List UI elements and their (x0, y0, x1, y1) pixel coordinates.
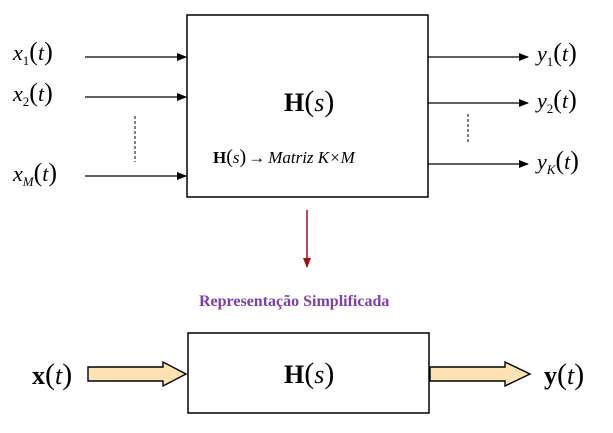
simplified-input-arrow (87, 360, 188, 388)
simplified-output-arrow (429, 360, 532, 388)
system-matrix-note: H(s)→Matriz K×M (213, 146, 356, 168)
output-label-k: yK(t) (535, 146, 579, 177)
simplified-title: Representação Simplificada (199, 293, 390, 310)
system-block (186, 14, 429, 198)
system-label: H(s) (284, 85, 334, 118)
output-label-2: y2(t) (535, 85, 577, 116)
simplified-output-label: y(t) (544, 358, 584, 391)
simplified-system-block (187, 332, 430, 414)
input-label-1: x1(t) (12, 37, 53, 68)
input-label-2: x2(t) (12, 78, 53, 109)
input-label-m: xM(t) (12, 158, 57, 189)
simplified-system-label: H(s) (284, 357, 334, 390)
output-label-1: y1(t) (535, 38, 577, 69)
simplified-input-label: x(t) (32, 358, 72, 391)
